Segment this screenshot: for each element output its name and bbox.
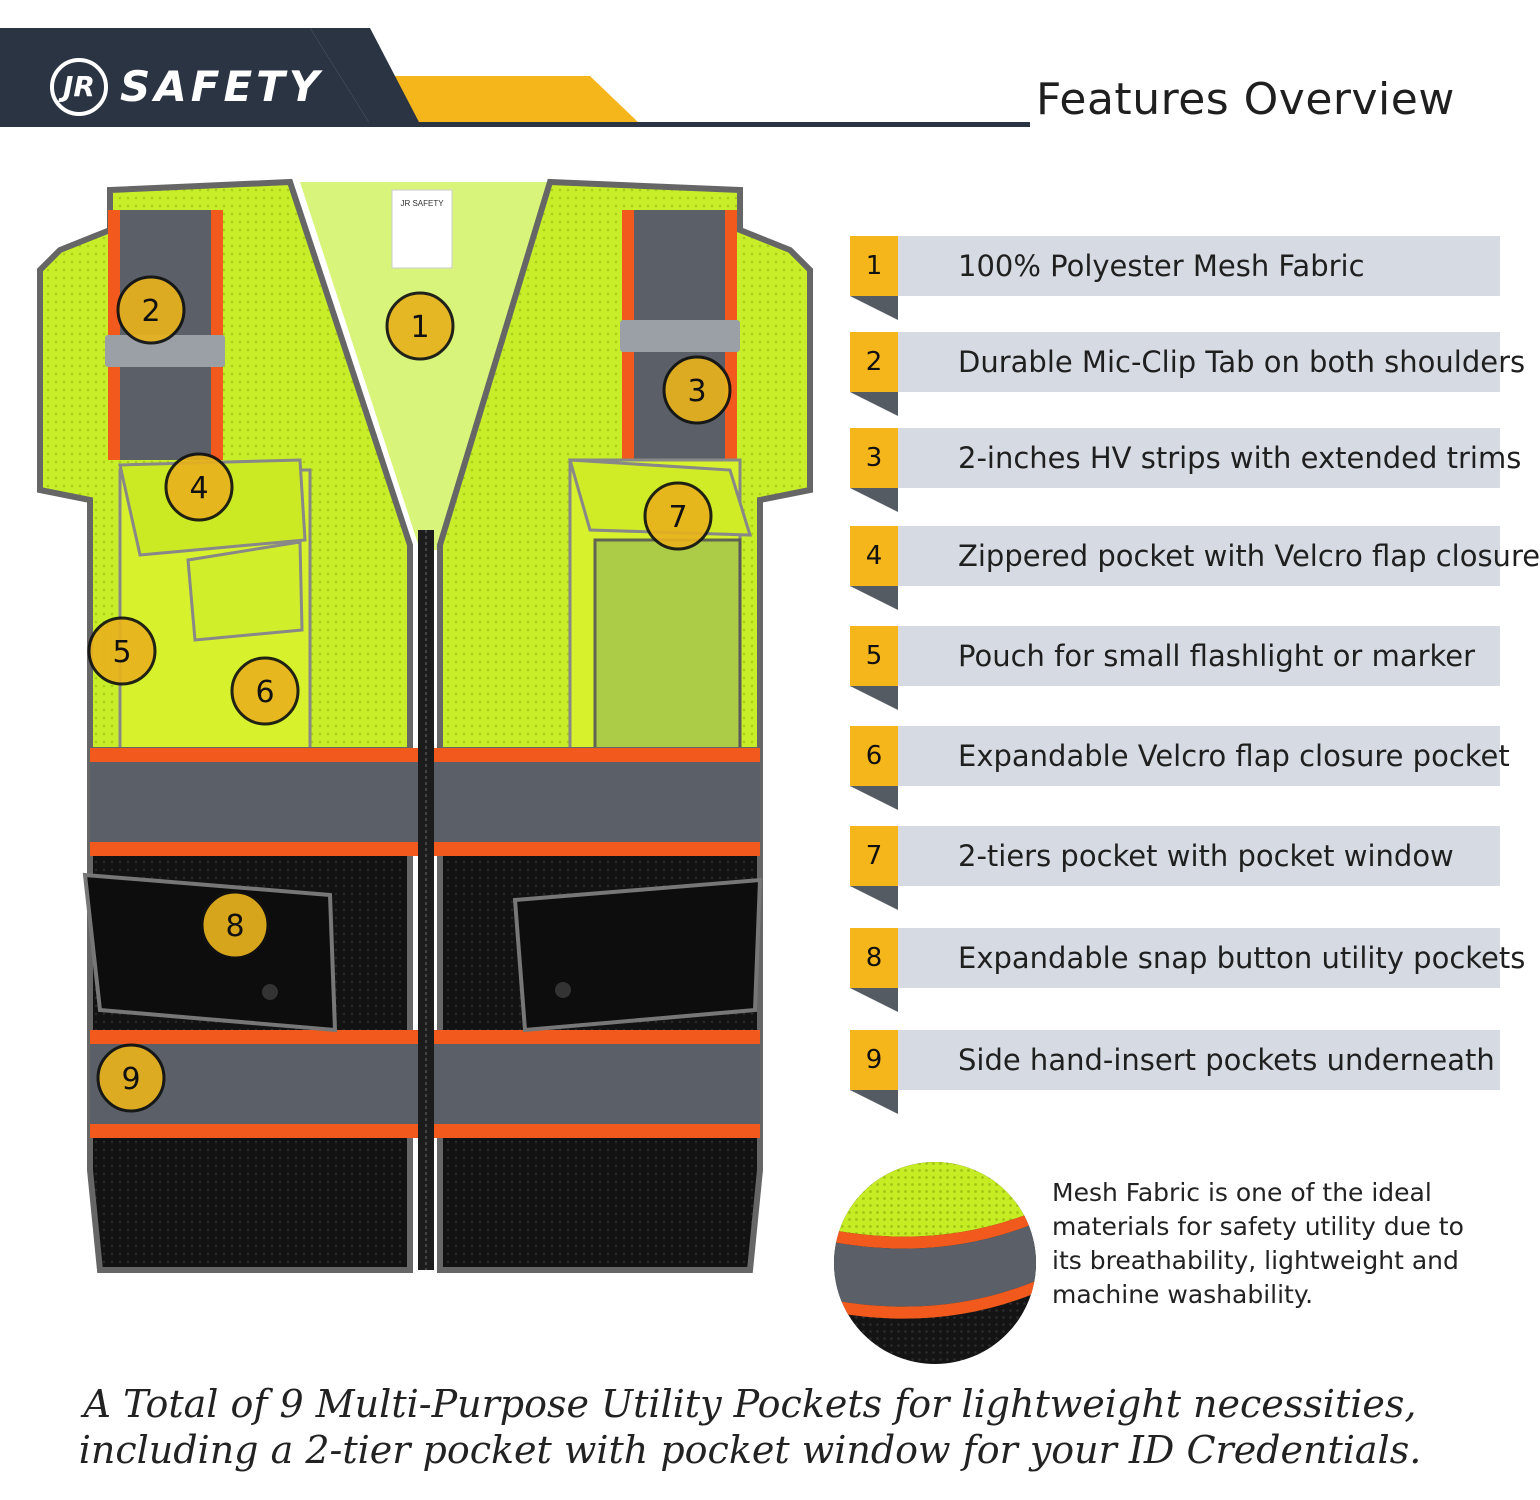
feature-badge-fold: [850, 392, 898, 416]
vest-marker-label: 4: [189, 471, 208, 506]
feature-number-badge: 6: [850, 726, 898, 786]
feature-item: Side hand-insert pockets underneath 9: [850, 1030, 1500, 1114]
vest-marker-9: 9: [96, 1043, 166, 1113]
vest-marker-label: 6: [255, 675, 274, 710]
footer-tagline-line-1: A Total of 9 Multi-Purpose Utility Pocke…: [83, 1382, 1417, 1426]
feature-bar: 2-tiers pocket with pocket window: [898, 826, 1500, 886]
feature-badge-fold: [850, 296, 898, 320]
vest-label-tag: JR SAFETY: [391, 189, 453, 269]
feature-badge-fold: [850, 686, 898, 710]
feature-item: 2-tiers pocket with pocket window 7: [850, 826, 1500, 910]
vest-marker-8: 8: [200, 890, 270, 960]
vest-markers: 1 2 3 4 5 6 7 8 9: [87, 275, 732, 1113]
lower-pocket-right: [512, 877, 763, 1033]
feature-item: Zippered pocket with Velcro flap closure…: [850, 526, 1540, 610]
feature-number-badge: 4: [850, 526, 898, 586]
feature-number-badge: 7: [850, 826, 898, 886]
feature-badge-fold: [850, 586, 898, 610]
feature-bar: Side hand-insert pockets underneath: [898, 1030, 1500, 1090]
feature-bar: Durable Mic-Clip Tab on both shoulders: [898, 332, 1525, 392]
mesh-caption-line: machine washability.: [1052, 1280, 1314, 1309]
feature-number-badge: 8: [850, 928, 898, 988]
feature-badge-fold: [850, 786, 898, 810]
vest-marker-7: 7: [643, 481, 713, 551]
feature-number-badge: 3: [850, 428, 898, 488]
feature-number-badge: 1: [850, 236, 898, 296]
feature-badge-fold: [850, 988, 898, 1012]
mesh-fabric-closeup: [834, 1162, 1036, 1364]
vest-marker-label: 3: [687, 374, 706, 409]
vest-marker-3: 3: [662, 355, 732, 425]
feature-bar: Expandable snap button utility pockets: [898, 928, 1525, 988]
mic-clip-tab-left: [105, 335, 225, 367]
feature-text: Zippered pocket with Velcro flap closure: [958, 539, 1540, 573]
feature-number-badge: 9: [850, 1030, 898, 1090]
vest-marker-6: 6: [230, 656, 300, 726]
feature-item: 2-inches HV strips with extended trims 3: [850, 428, 1521, 512]
feature-badge-fold: [850, 1090, 898, 1114]
vest-marker-1: 1: [385, 291, 455, 361]
feature-item: Pouch for small flashlight or marker 5: [850, 626, 1500, 710]
feature-item: Durable Mic-Clip Tab on both shoulders 2: [850, 332, 1525, 416]
mesh-caption-line: materials for safety utility due to: [1052, 1212, 1464, 1241]
feature-bar: 100% Polyester Mesh Fabric: [898, 236, 1500, 296]
feature-text: Expandable snap button utility pockets: [958, 941, 1526, 975]
vest-marker-label: 7: [668, 500, 687, 535]
feature-bar: 2-inches HV strips with extended trims: [898, 428, 1521, 488]
feature-number-badge: 2: [850, 332, 898, 392]
feature-bar: Expandable Velcro flap closure pocket: [898, 726, 1510, 786]
vest-inner-back: [300, 182, 550, 550]
feature-item: Expandable snap button utility pockets 8: [850, 928, 1525, 1012]
vest-marker-label: 2: [141, 294, 160, 329]
vest-illustration: JR SAFETY: [37, 178, 813, 1273]
vest-marker-4: 4: [164, 452, 234, 522]
feature-text: Expandable Velcro flap closure pocket: [958, 739, 1510, 773]
feature-item: 100% Polyester Mesh Fabric 1: [850, 236, 1500, 320]
vest-marker-label: 5: [112, 635, 131, 670]
lower-pocket-left: [82, 872, 338, 1033]
mic-clip-tab-right: [620, 320, 740, 352]
feature-text: Durable Mic-Clip Tab on both shoulders: [958, 345, 1526, 379]
vest-marker-label: 1: [410, 310, 429, 345]
feature-item: Expandable Velcro flap closure pocket 6: [850, 726, 1510, 810]
footer-tagline-line-2: including a 2-tier pocket with pocket wi…: [78, 1428, 1422, 1472]
feature-badge-fold: [850, 886, 898, 910]
page-title: Features Overview: [1036, 74, 1455, 125]
vest-marker-label: 8: [225, 909, 244, 944]
feature-text: 100% Polyester Mesh Fabric: [958, 249, 1365, 283]
brand-name: SAFETY: [120, 62, 324, 111]
feature-bar: Pouch for small flashlight or marker: [898, 626, 1500, 686]
feature-text: 2-tiers pocket with pocket window: [958, 839, 1454, 873]
mesh-caption-line: its breathability, lightweight and: [1052, 1246, 1459, 1275]
vest-marker-5: 5: [87, 616, 157, 686]
vest-tag-text: JR SAFETY: [400, 199, 444, 208]
feature-text: Pouch for small flashlight or marker: [958, 639, 1476, 673]
mesh-fabric-caption: Mesh Fabric is one of the ideal material…: [1052, 1176, 1482, 1312]
feature-number-badge: 5: [850, 626, 898, 686]
mesh-caption-line: Mesh Fabric is one of the ideal: [1052, 1178, 1432, 1207]
vest-marker-label: 9: [121, 1062, 140, 1097]
feature-text: 2-inches HV strips with extended trims: [958, 441, 1522, 475]
feature-bar: Zippered pocket with Velcro flap closure: [898, 526, 1540, 586]
vest-marker-2: 2: [116, 275, 186, 345]
brand-logo-mark: JR: [50, 58, 108, 116]
feature-text: Side hand-insert pockets underneath: [958, 1043, 1495, 1077]
feature-badge-fold: [850, 488, 898, 512]
front-zipper: [418, 530, 434, 1270]
